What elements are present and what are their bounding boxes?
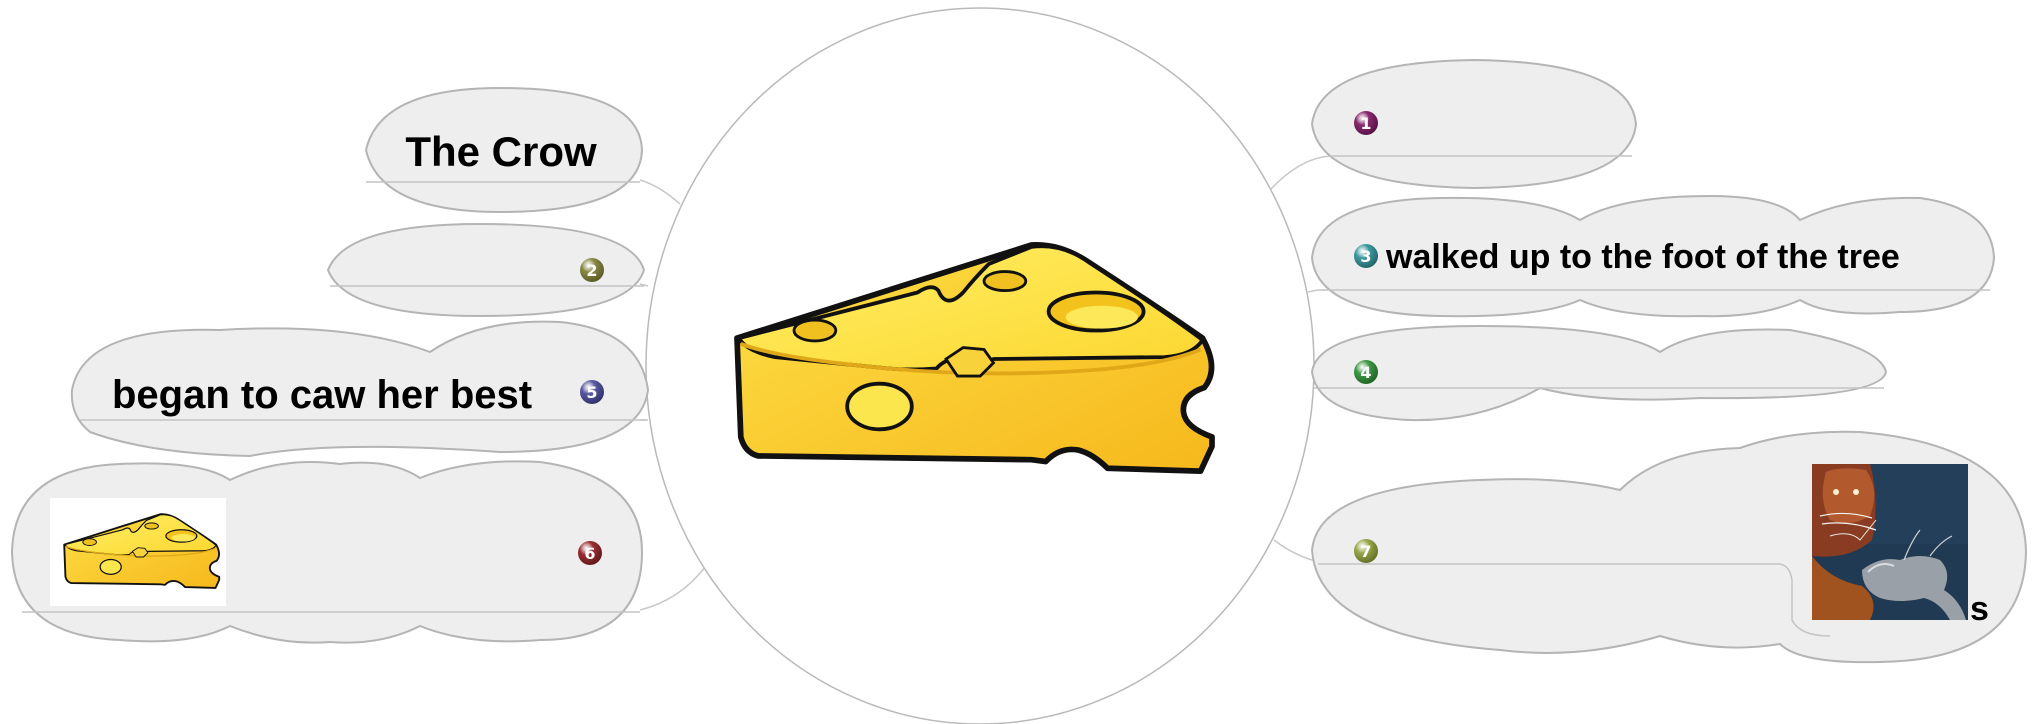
connector-node-3 xyxy=(1308,290,1318,292)
badge-6-number: 6 xyxy=(584,544,595,563)
badge-1-number: 1 xyxy=(1360,114,1371,133)
connector-the-crow xyxy=(640,180,680,204)
topic-4[interactable]: 4 xyxy=(1312,326,1886,420)
topic-6[interactable]: 6 xyxy=(12,461,642,642)
topic-1[interactable]: 1 xyxy=(1312,60,1636,188)
badge-3-number: 3 xyxy=(1360,247,1371,266)
topic-3-label: walked up to the foot of the tree xyxy=(1385,238,1900,276)
topic-5[interactable]: began to caw her best 5 xyxy=(72,322,648,456)
topic-3[interactable]: 3 walked up to the foot of the tree xyxy=(1312,196,1994,316)
badge-2-number: 2 xyxy=(586,261,597,280)
topic-the-crow[interactable]: The Crow xyxy=(366,88,642,212)
badge-4-number: 4 xyxy=(1360,363,1371,382)
central-topic[interactable] xyxy=(646,8,1314,724)
topic-5-label: began to caw her best xyxy=(112,373,532,417)
topic-7[interactable]: 7 s xyxy=(1312,432,2026,662)
connector-node-6 xyxy=(640,566,706,610)
badge-7-number: 7 xyxy=(1360,542,1371,561)
topic-7-cartoon-image xyxy=(1812,464,1968,620)
topic-2[interactable]: 2 xyxy=(328,224,644,316)
badge-5-number: 5 xyxy=(586,383,597,402)
connector-node-1 xyxy=(1270,156,1330,190)
topic-7-label: s xyxy=(1970,590,1989,628)
topic-the-crow-label: The Crow xyxy=(405,128,597,175)
